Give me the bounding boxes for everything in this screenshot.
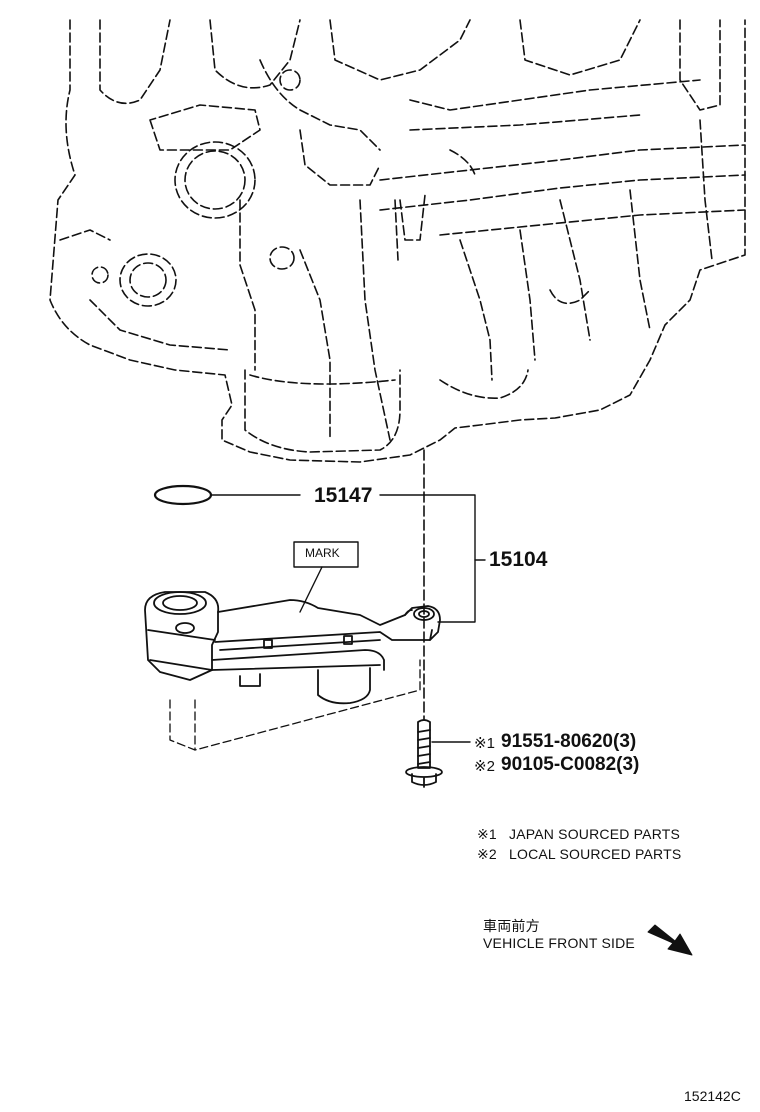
legend-marker-1: ※1 [477, 826, 497, 842]
bolt-part-number-2: 90105-C0082(3) [501, 754, 640, 775]
mark-label: MARK [305, 546, 340, 560]
callout-15104: 15104 [489, 548, 548, 571]
oil-strainer-part [144, 591, 441, 751]
bolt-part-number-1: 91551-80620(3) [501, 731, 637, 752]
direction-arrow-icon [647, 924, 693, 956]
leader-lines [211, 494, 486, 743]
bolt-marker-2: ※2 [474, 758, 495, 775]
engine-block-phantom [49, 19, 746, 463]
legend-text-2: LOCAL SOURCED PARTS [509, 846, 682, 862]
diagram-id: 152142C [684, 1088, 741, 1104]
vehicle-front-jp-label: 車両前方 [483, 918, 540, 934]
legend-marker-2: ※2 [477, 846, 497, 862]
flange-bolt-part [405, 719, 443, 788]
legend-text-1: JAPAN SOURCED PARTS [509, 826, 681, 842]
bolt-marker-1: ※1 [474, 735, 495, 752]
vehicle-front-en-label: VEHICLE FRONT SIDE [483, 935, 635, 951]
callout-15147: 15147 [314, 484, 373, 507]
o-ring-part [153, 484, 213, 506]
mark-label-box [293, 541, 359, 568]
